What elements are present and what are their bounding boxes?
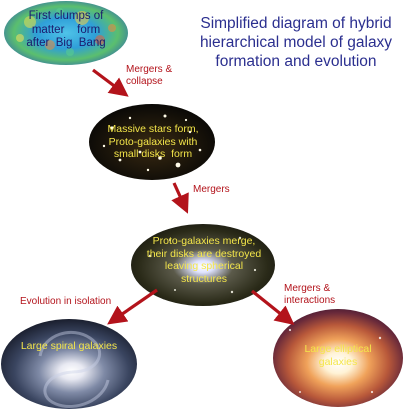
arrow-clumps-to-stars [92,68,129,97]
arrow-label-evolution: Evolution in isolation [20,296,111,308]
node-first-clumps [4,1,128,65]
stars-line-3: small disks form [113,148,193,160]
elliptical-line-1: Large elliptical [304,343,372,355]
node-first-clumps-label: First clumps of matter form after Big Ba… [10,10,122,51]
proto-line-4: structures [180,272,228,285]
evolution-line-1: Evolution in isolation [20,296,112,307]
clumps-line-1: First clumps of [28,10,104,22]
proto-line-1: Proto-galaxies merge, [152,235,256,247]
proto-line-2: their disks are destroyed [146,247,262,260]
proto-line-3: leaving spherical [164,260,244,272]
arrow-label-mergers-interactions: Mergers & interactions [284,283,335,307]
node-spiral-galaxy-label: Large spiral galaxies [10,340,128,353]
diagram-title: Simplified diagram of hybrid hierarchica… [192,14,400,71]
arrow-label-mergers-collapse: Mergers & collapse [126,64,172,88]
arrow-stars-to-proto [171,182,189,214]
mergers-collapse-line-2: collapse [126,76,163,87]
mergers-interactions-line-2: interactions [284,295,336,306]
elliptical-line-2: galaxies [318,355,358,368]
arrow-label-mergers: Mergers [193,184,230,196]
title-line-2: hierarchical model of galaxy [199,34,393,51]
clumps-line-2: matter form [31,23,101,36]
stars-line-1: Massive stars form, [107,123,199,135]
arrow-proto-to-elliptical [251,289,295,325]
title-line-1: Simplified diagram of hybrid [200,15,392,32]
title-line-3: formation and evolution [215,53,377,70]
arrow-proto-to-spiral [107,288,158,325]
node-massive-stars-label: Massive stars form, Proto-galaxies with … [94,123,212,161]
node-spiral-galaxy [1,319,137,409]
mergers-interactions-line-1: Mergers & [284,283,331,294]
node-massive-stars [89,104,215,180]
spiral-line-1: Large spiral galaxies [20,340,118,352]
node-proto-merge-label: Proto-galaxies merge, their disks are de… [138,235,270,285]
node-elliptical-galaxy [273,309,403,407]
mergers-collapse-line-1: Mergers & [126,64,173,75]
clumps-line-3: after Big Bang [26,37,106,49]
mergers-line-1: Mergers [193,184,230,195]
node-elliptical-galaxy-label: Large elliptical galaxies [288,343,388,368]
stars-line-2: Proto-galaxies with [108,135,198,148]
node-proto-merge [131,224,275,306]
